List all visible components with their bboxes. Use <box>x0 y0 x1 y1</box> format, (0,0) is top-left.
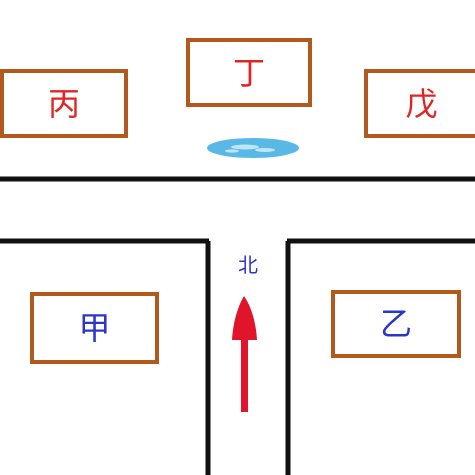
label-wu: 戊 <box>405 84 438 123</box>
box-wu: 戊 <box>364 69 475 138</box>
north-label: 北 <box>238 253 258 277</box>
box-ding: 丁 <box>186 38 312 107</box>
water-puddle-icon <box>207 138 299 158</box>
box-bing: 丙 <box>0 69 128 138</box>
label-yi: 乙 <box>379 305 412 343</box>
label-ding: 丁 <box>232 53 265 92</box>
box-jia: 甲 <box>30 292 159 364</box>
label-jia: 甲 <box>78 309 111 347</box>
north-arrow-icon <box>232 296 257 412</box>
label-bing: 丙 <box>47 84 80 123</box>
box-yi: 乙 <box>331 290 461 358</box>
